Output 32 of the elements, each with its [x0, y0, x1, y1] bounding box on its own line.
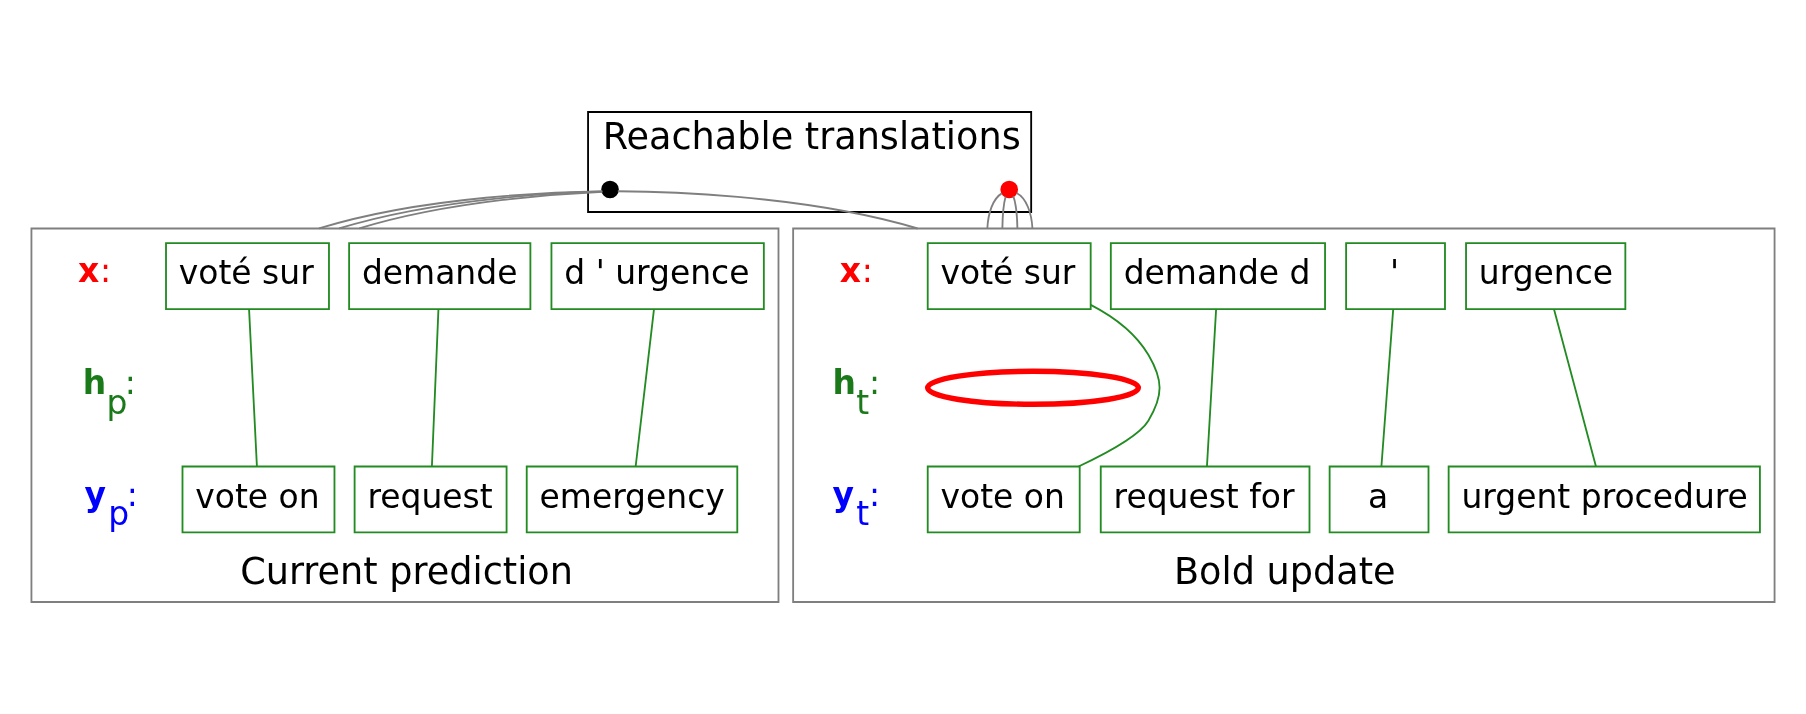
label: x:: [78, 251, 112, 291]
node-box: demande d: [1109, 242, 1326, 310]
connector: [1380, 308, 1395, 468]
connector: [1553, 308, 1597, 468]
node-box: urgent procedure: [1447, 465, 1761, 534]
node-box: emergency: [525, 465, 739, 534]
connector: [634, 308, 655, 468]
connector: [1012, 195, 1019, 230]
connector: [1077, 303, 1161, 468]
connector: [1001, 195, 1007, 230]
node-box: d ' urgence: [550, 242, 765, 310]
connector: [986, 192, 1003, 230]
label: x:: [839, 251, 873, 291]
node-circle: [1000, 180, 1019, 199]
connector: [1015, 192, 1034, 230]
node-ellipse: [924, 368, 1142, 408]
cluster: Reachable translations: [587, 111, 1033, 213]
node-box: voté sur: [926, 242, 1092, 310]
node-box: voté sur: [165, 242, 330, 310]
connector: [431, 308, 440, 468]
node-box: vote on: [181, 465, 336, 534]
node-box: urgence: [1465, 242, 1627, 310]
connector: [616, 190, 919, 230]
node-circle: [601, 180, 619, 199]
node-box: ': [1345, 242, 1446, 310]
node-box: demande: [348, 242, 532, 310]
node-box: request: [353, 465, 508, 534]
connector: [248, 308, 258, 468]
node-box: vote on: [926, 465, 1081, 534]
node-box: a: [1328, 465, 1430, 534]
connector: [1206, 308, 1218, 468]
node-box: request for: [1099, 465, 1311, 534]
